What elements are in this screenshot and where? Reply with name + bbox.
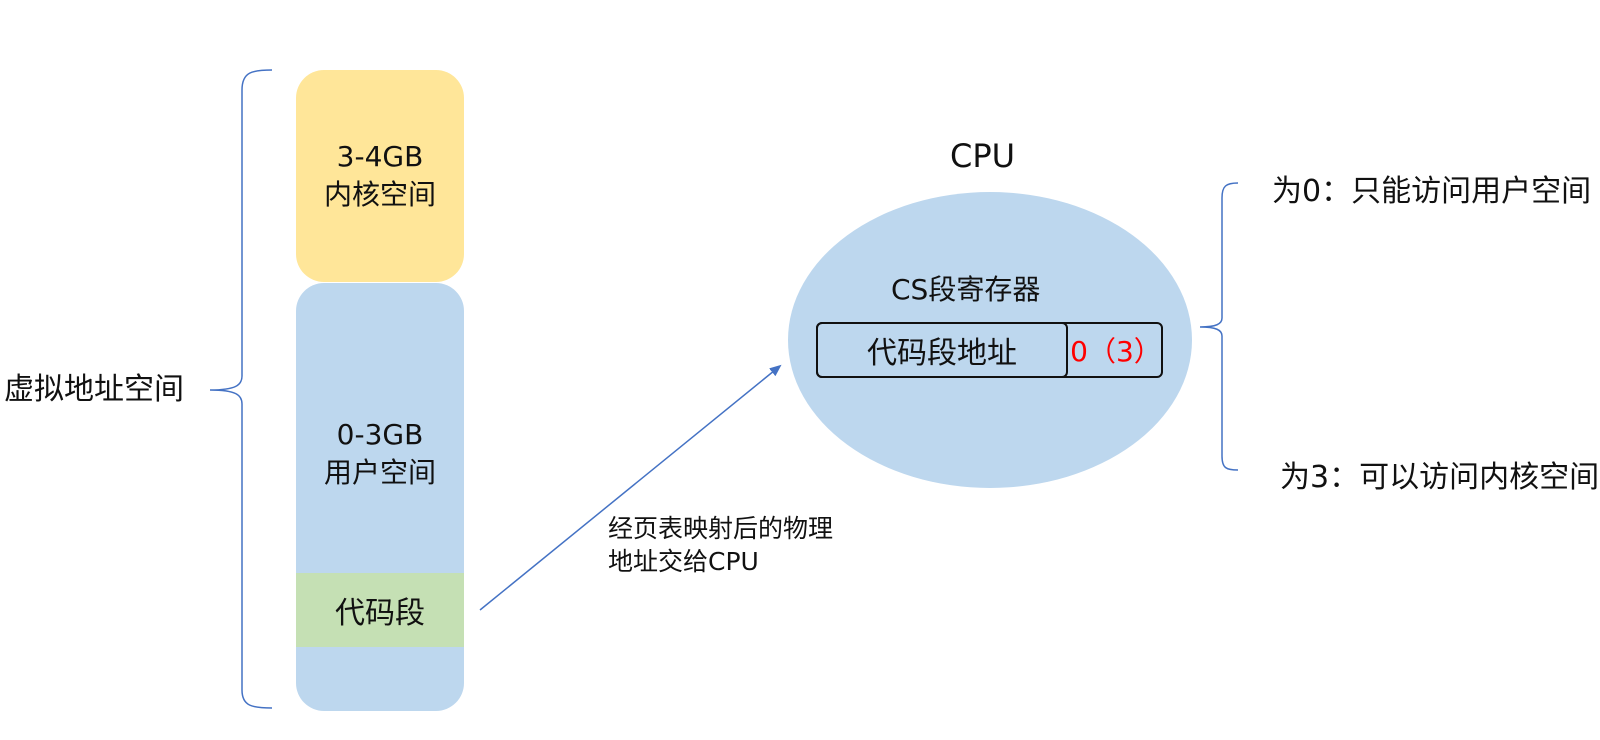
privilege-ring3-description: 为3：可以访问内核空间 [1280, 460, 1600, 495]
mapping-caption: 经页表映射后的物理 地址交给CPU [608, 512, 833, 578]
mapping-arrow [479, 364, 782, 611]
mapping-caption-line1: 经页表映射后的物理 [608, 514, 834, 543]
kernel-space-range: 3-4GB [336, 140, 424, 173]
virtual-address-space-label: 虚拟地址空间 [4, 372, 184, 407]
code-segment-block: 代码段 [296, 573, 464, 647]
cpu-label: CPU [950, 137, 1016, 175]
privilege-brace [1199, 182, 1239, 471]
register-privilege-field: 0（3） [1070, 322, 1162, 378]
mapping-caption-line2: 地址交给CPU [608, 547, 759, 576]
kernel-space-name: 内核空间 [323, 178, 436, 211]
code-segment-label: 代码段 [335, 596, 425, 631]
user-space-range: 0-3GB [336, 418, 424, 451]
kernel-space-block: 3-4GB 内核空间 [296, 70, 464, 282]
register-privilege-text: 0（3） [1070, 335, 1162, 368]
privilege-ring0-description: 为0：只能访问用户空间 [1272, 174, 1592, 209]
user-space-name: 用户空间 [323, 456, 436, 489]
register-address-field: 代码段地址 [816, 322, 1068, 378]
cpu-ellipse [788, 192, 1192, 488]
register-address-text: 代码段地址 [867, 336, 1017, 371]
vas-brace [209, 69, 273, 709]
cs-register-label: CS段寄存器 [891, 273, 1041, 306]
user-space-label: 0-3GB 用户空间 [296, 413, 464, 495]
